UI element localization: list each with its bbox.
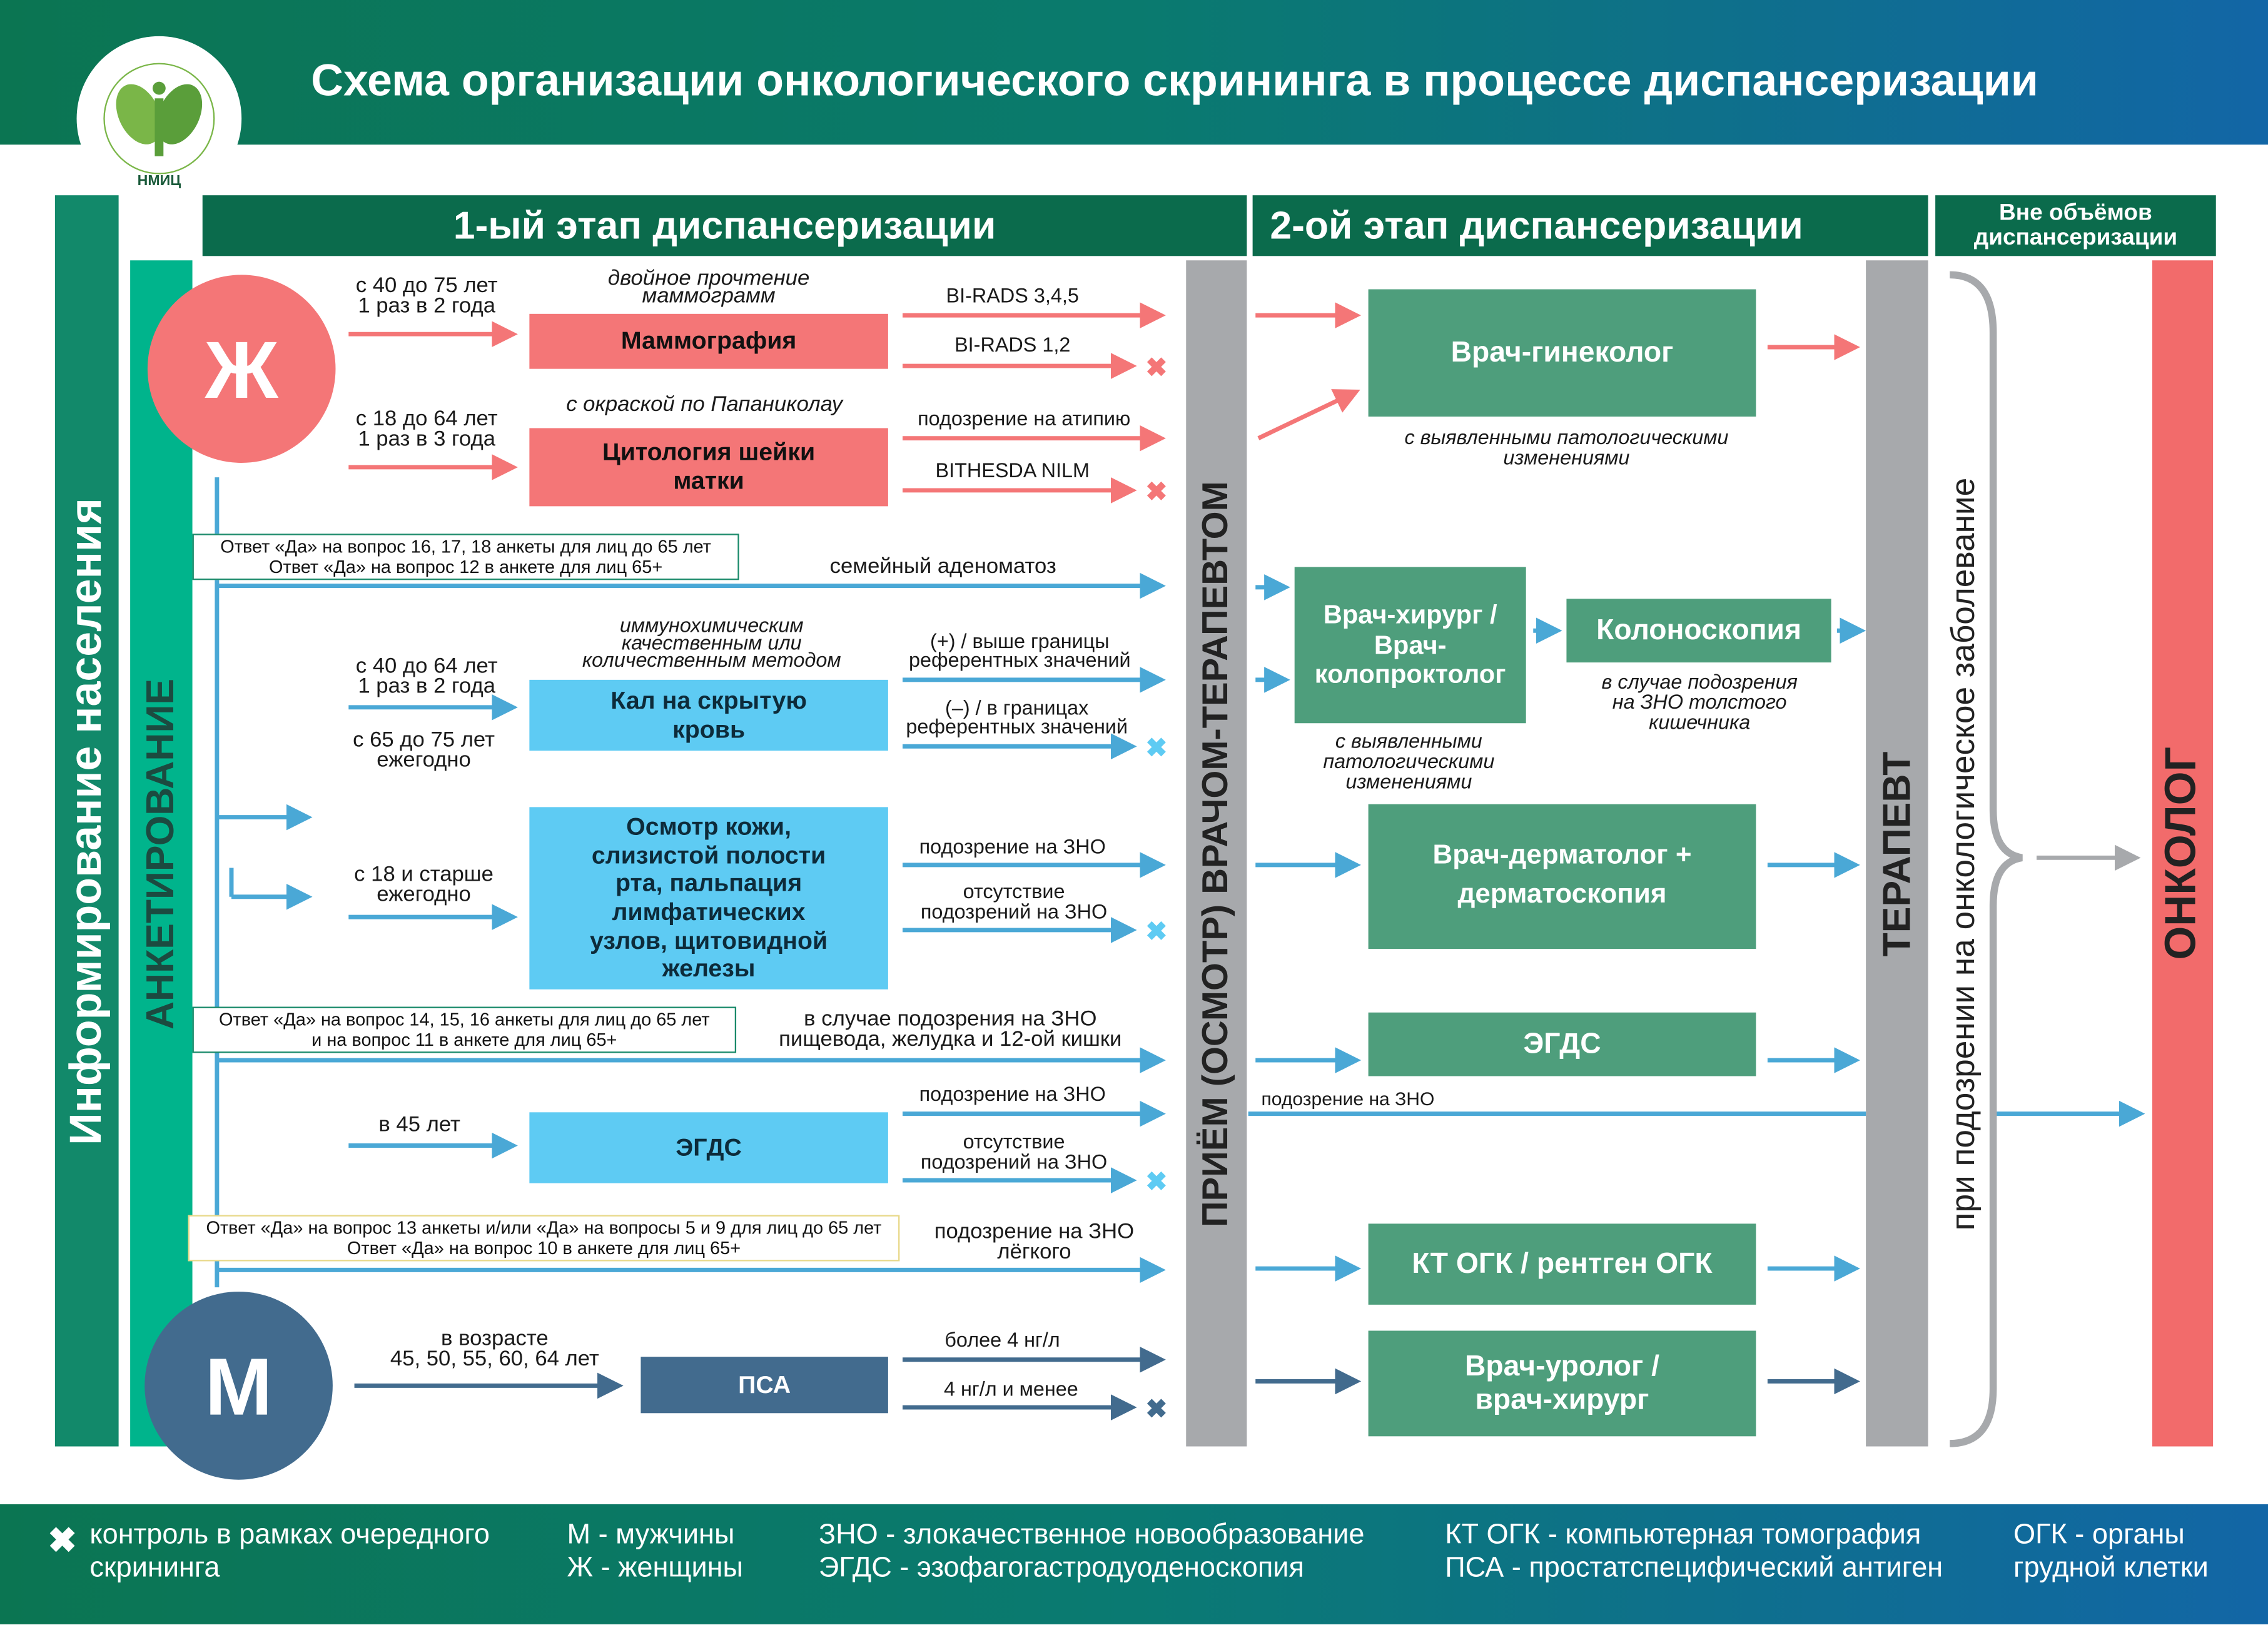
label-skin-age: с 18 и старше ежегодно: [354, 862, 494, 907]
label-skin-pos: подозрение на ЗНО: [919, 834, 1106, 858]
x-mark-icon: ✖: [1145, 1167, 1168, 1197]
questionnaire-note-2: Ответ «Да» на вопрос 14, 15, 16 анкеты д…: [192, 1006, 737, 1053]
legend-abbr-ogk: ОГК - органы грудной клетки: [2013, 1519, 2209, 1584]
specialist-surgeon: Врач-хирург / Врач- колопроктолог: [1294, 567, 1526, 724]
test-mammography: Маммография: [529, 313, 888, 369]
legend-abbr-zno-egds: ЗНО - злокачественное новообразование ЭГ…: [818, 1519, 1365, 1584]
stage2-header: 2-ой этап диспансеризации: [1252, 195, 1928, 256]
x-mark-icon: ✖: [1145, 1394, 1168, 1424]
x-mark-icon: ✖: [1145, 353, 1168, 382]
label-birads12: BI-RADS 1,2: [954, 332, 1071, 356]
specialist-gynecologist: Врач-гинеколог: [1368, 289, 1756, 417]
legend-x-mark: контроль в рамках очередного скрининга: [89, 1519, 490, 1584]
x-mark-icon: ✖: [1145, 733, 1168, 762]
logo-abbr: НМИЦ: [137, 173, 181, 190]
label-cyto-note: с окраской по Папаниколау: [566, 392, 843, 417]
label-psa-age: в возрасте 45, 50, 55, 60, 64 лет: [390, 1326, 599, 1372]
specialist-egds: ЭГДС: [1368, 1012, 1756, 1076]
label-surgeon-note: с выявленными патологическими изменениям…: [1323, 729, 1495, 793]
questionnaire-note-1: Ответ «Да» на вопрос 16, 17, 18 анкеты д…: [192, 534, 739, 580]
x-mark-icon: ✖: [48, 1521, 77, 1561]
therapist-exam-column: ПРИЁМ (ОСМОТР) ВРАЧОМ-ТЕРАПЕВТОМ: [1186, 260, 1247, 1447]
specialist-ct: КТ ОГК / рентген ОГК: [1368, 1223, 1756, 1305]
inform-bar: Информирование населения: [54, 195, 119, 1447]
page-title: Схема организации онкологического скрини…: [311, 54, 2038, 106]
specialist-urologist: Врач-уролог / врач-хирург: [1368, 1330, 1756, 1437]
therapist-column: ТЕРАПЕВТ: [1866, 260, 1928, 1447]
logo-icon: [76, 36, 242, 201]
test-fecal-blood: Кал на скрытую кровь: [529, 679, 888, 751]
label-lung: подозрение на ЗНО лёгкого: [934, 1219, 1135, 1265]
questionnaire-note-3: Ответ «Да» на вопрос 13 анкеты и/или «Да…: [188, 1215, 900, 1262]
footer-legend: [0, 1504, 2268, 1624]
stage1-header: 1-ый этап диспансеризации: [202, 195, 1247, 256]
specialist-colonoscopy: Колоноскопия: [1566, 599, 1831, 663]
label-gyn-note: с выявленными патологическими изменениям…: [1404, 425, 1729, 469]
logo: НМИЦ: [75, 35, 243, 203]
legend-sexes: М - мужчины Ж - женщины: [567, 1519, 743, 1584]
specialist-dermatologist: Врач-дерматолог + дерматоскопия: [1368, 804, 1756, 949]
x-mark-icon: ✖: [1145, 917, 1168, 946]
label-atypia: подозрение на атипию: [918, 406, 1131, 430]
label-psa-low: 4 нг/л и менее: [944, 1377, 1078, 1400]
label-nilm: BITHESDA NILM: [935, 458, 1090, 482]
arrow: [1257, 389, 1360, 440]
anketa-bar: АНКЕТИРОВАНИЕ: [130, 260, 193, 1447]
oncologist-column: ОНКОЛОГ: [2152, 260, 2214, 1447]
outside-header: Вне объёмов диспансеризации: [1935, 195, 2216, 256]
x-mark-icon: ✖: [1145, 477, 1168, 507]
label-egds-pos: подозрение на ЗНО: [919, 1081, 1106, 1105]
label-egds-suspicion: в случае подозрения на ЗНО пищевода, жел…: [779, 1006, 1122, 1052]
brace: [1950, 271, 2023, 1447]
test-psa: ПСА: [640, 1357, 888, 1414]
label-skin-neg: отсутствие подозрений на ЗНО: [920, 879, 1108, 923]
label-birads345: BI-RADS 3,4,5: [946, 283, 1079, 307]
label-fecal-neg: (–) / в границах референтных значений: [906, 696, 1128, 738]
label-direct-zno: подозрение на ЗНО: [1261, 1088, 1435, 1110]
men-circle: М: [144, 1292, 333, 1480]
label-colono-note: в случае подозрения на ЗНО толстого кише…: [1601, 669, 1798, 734]
label-mammo-age: с 40 до 75 лет 1 раз в 2 года: [355, 273, 498, 318]
label-cyto-age: с 18 до 64 лет 1 раз в 3 года: [355, 406, 498, 452]
label-mammo-note: двойное прочтение маммограмм: [607, 266, 810, 308]
label-fecal-note: иммунохимическим качественным или количе…: [582, 613, 841, 671]
label-fecal-age2: с 65 до 75 лет ежегодно: [353, 727, 495, 772]
label-egds-age: в 45 лет: [378, 1112, 460, 1137]
header-bar: [0, 0, 2268, 145]
test-cytology: Цитология шейки матки: [529, 428, 888, 507]
label-fecal-age1: с 40 до 64 лет 1 раз в 2 года: [355, 654, 498, 699]
label-adenomatosis: семейный аденоматоз: [829, 554, 1056, 579]
label-fecal-pos: (+) / выше границы референтных значений: [908, 629, 1131, 671]
legend-abbr-ct-psa: КТ ОГК - компьютерная томография ПСА - п…: [1445, 1519, 1943, 1584]
label-psa-high: более 4 нг/л: [944, 1327, 1060, 1351]
test-skin-exam: Осмотр кожи, слизистой полости рта, паль…: [529, 807, 888, 990]
label-egds-neg: отсутствие подозрений на ЗНО: [920, 1130, 1108, 1173]
women-circle: Ж: [147, 275, 336, 463]
test-egds: ЭГДС: [529, 1112, 888, 1183]
